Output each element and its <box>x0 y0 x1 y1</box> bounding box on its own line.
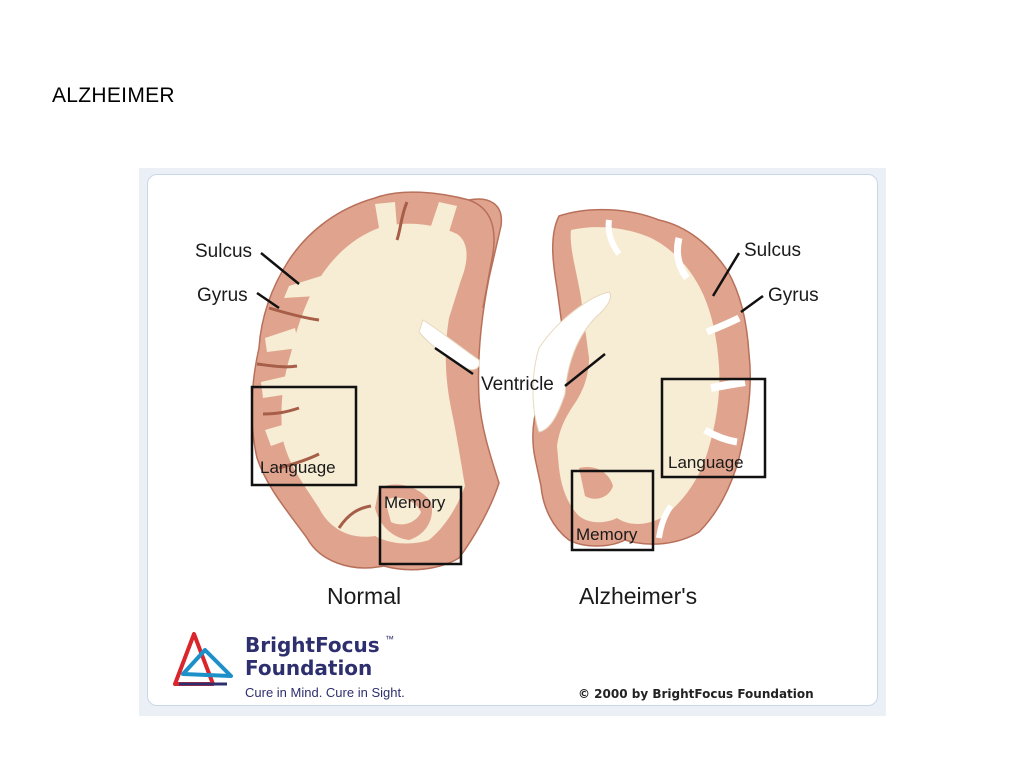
label-sulcus-alzheimers: Sulcus <box>744 240 801 261</box>
slide-title: ALZHEIMER <box>52 84 175 107</box>
copyright-notice: © 2000 by BrightFocus Foundation <box>578 687 814 701</box>
caption-normal: Normal <box>327 583 401 609</box>
brand-name-line1: BrightFocus <box>245 633 380 657</box>
label-language-alzheimers: Language <box>668 453 744 472</box>
brain-comparison-figure: Sulcus Gyrus Ventricle Sulcus Gyrus Lang… <box>139 168 886 716</box>
memory-box-alzheimers <box>570 469 655 552</box>
leader-lines <box>256 252 764 387</box>
brand-trademark: ™ <box>385 634 394 644</box>
triangle-logo-icon <box>173 632 233 686</box>
language-box-normal <box>250 385 358 487</box>
brain-diagram: Sulcus Gyrus Ventricle Sulcus Gyrus Lang… <box>173 191 819 701</box>
label-language-normal: Language <box>260 458 336 477</box>
brand-tagline: Cure in Mind. Cure in Sight. <box>245 685 405 700</box>
brand-name-line2: Foundation <box>245 656 372 680</box>
language-box-alzheimers <box>660 377 767 479</box>
alzheimers-brain-illustration <box>532 208 751 547</box>
label-ventricle: Ventricle <box>481 374 554 395</box>
memory-box-normal <box>378 485 463 566</box>
label-gyrus-alzheimers: Gyrus <box>768 285 819 306</box>
normal-brain-illustration <box>251 191 503 571</box>
label-sulcus-normal: Sulcus <box>195 241 252 262</box>
label-gyrus-normal: Gyrus <box>197 285 248 306</box>
label-memory-normal: Memory <box>384 493 446 512</box>
label-memory-alzheimers: Memory <box>576 525 638 544</box>
caption-alzheimers: Alzheimer's <box>579 583 697 609</box>
